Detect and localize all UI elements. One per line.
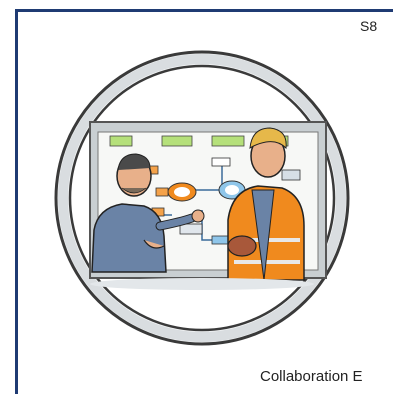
- slide-corner-label: S8: [360, 18, 378, 34]
- floor-shadow: [90, 278, 314, 290]
- slide-caption: Collaboration E: [260, 368, 363, 385]
- left-man: [91, 153, 205, 273]
- right-man: [227, 127, 305, 281]
- collaboration-illustration: [54, 50, 350, 346]
- ring-band: [58, 54, 346, 342]
